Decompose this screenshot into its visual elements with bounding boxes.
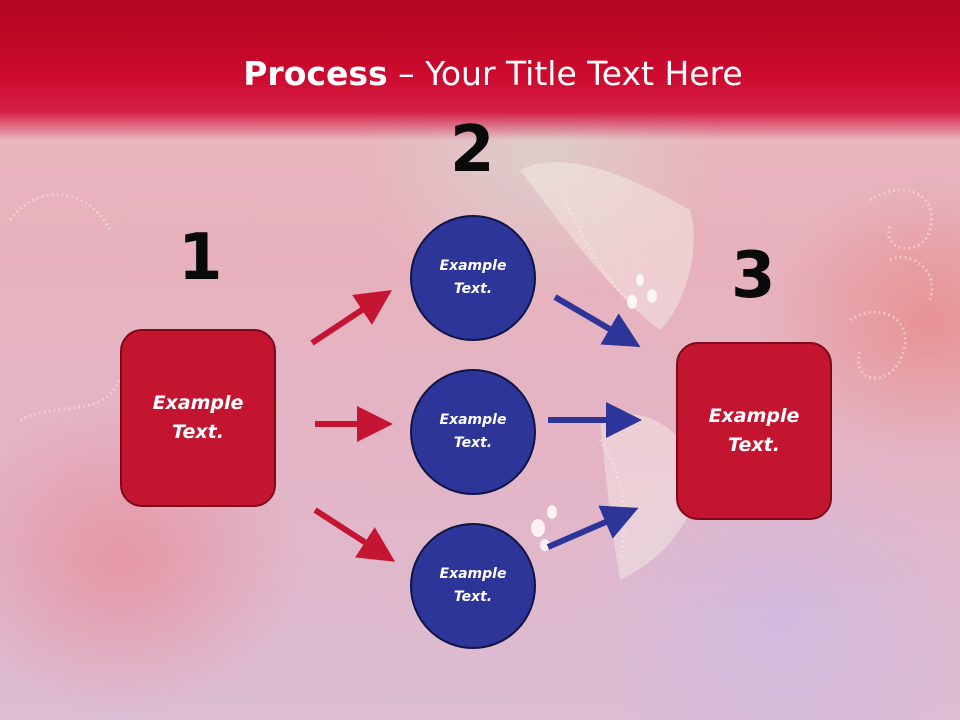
circle-middle-text: Example Text. — [439, 412, 507, 451]
step-1-text: Example Text. — [152, 392, 244, 443]
title-band — [0, 0, 960, 140]
blue-arrow-down — [553, 294, 641, 348]
step-number-2: 2 — [450, 113, 495, 187]
step-number-1: 1 — [178, 221, 223, 295]
step-number-3: 3 — [731, 239, 776, 313]
circle-bottom: Example Text. — [410, 523, 536, 649]
red-arrow-down — [313, 507, 396, 562]
slide-title: Process – Your Title Text Here — [0, 54, 960, 93]
step-3-box: Example Text. — [676, 342, 832, 520]
red-arrow-up — [310, 290, 393, 346]
blue-arrow-up — [546, 505, 639, 550]
circle-top-text: Example Text. — [439, 258, 507, 297]
circle-top: Example Text. — [410, 215, 536, 341]
title-strong: Process — [243, 54, 388, 93]
circle-bottom-text: Example Text. — [439, 566, 507, 605]
step-1-box: Example Text. — [120, 329, 276, 507]
title-rest: – Your Title Text Here — [387, 54, 743, 93]
circle-middle: Example Text. — [410, 369, 536, 495]
step-3-text: Example Text. — [708, 405, 800, 456]
